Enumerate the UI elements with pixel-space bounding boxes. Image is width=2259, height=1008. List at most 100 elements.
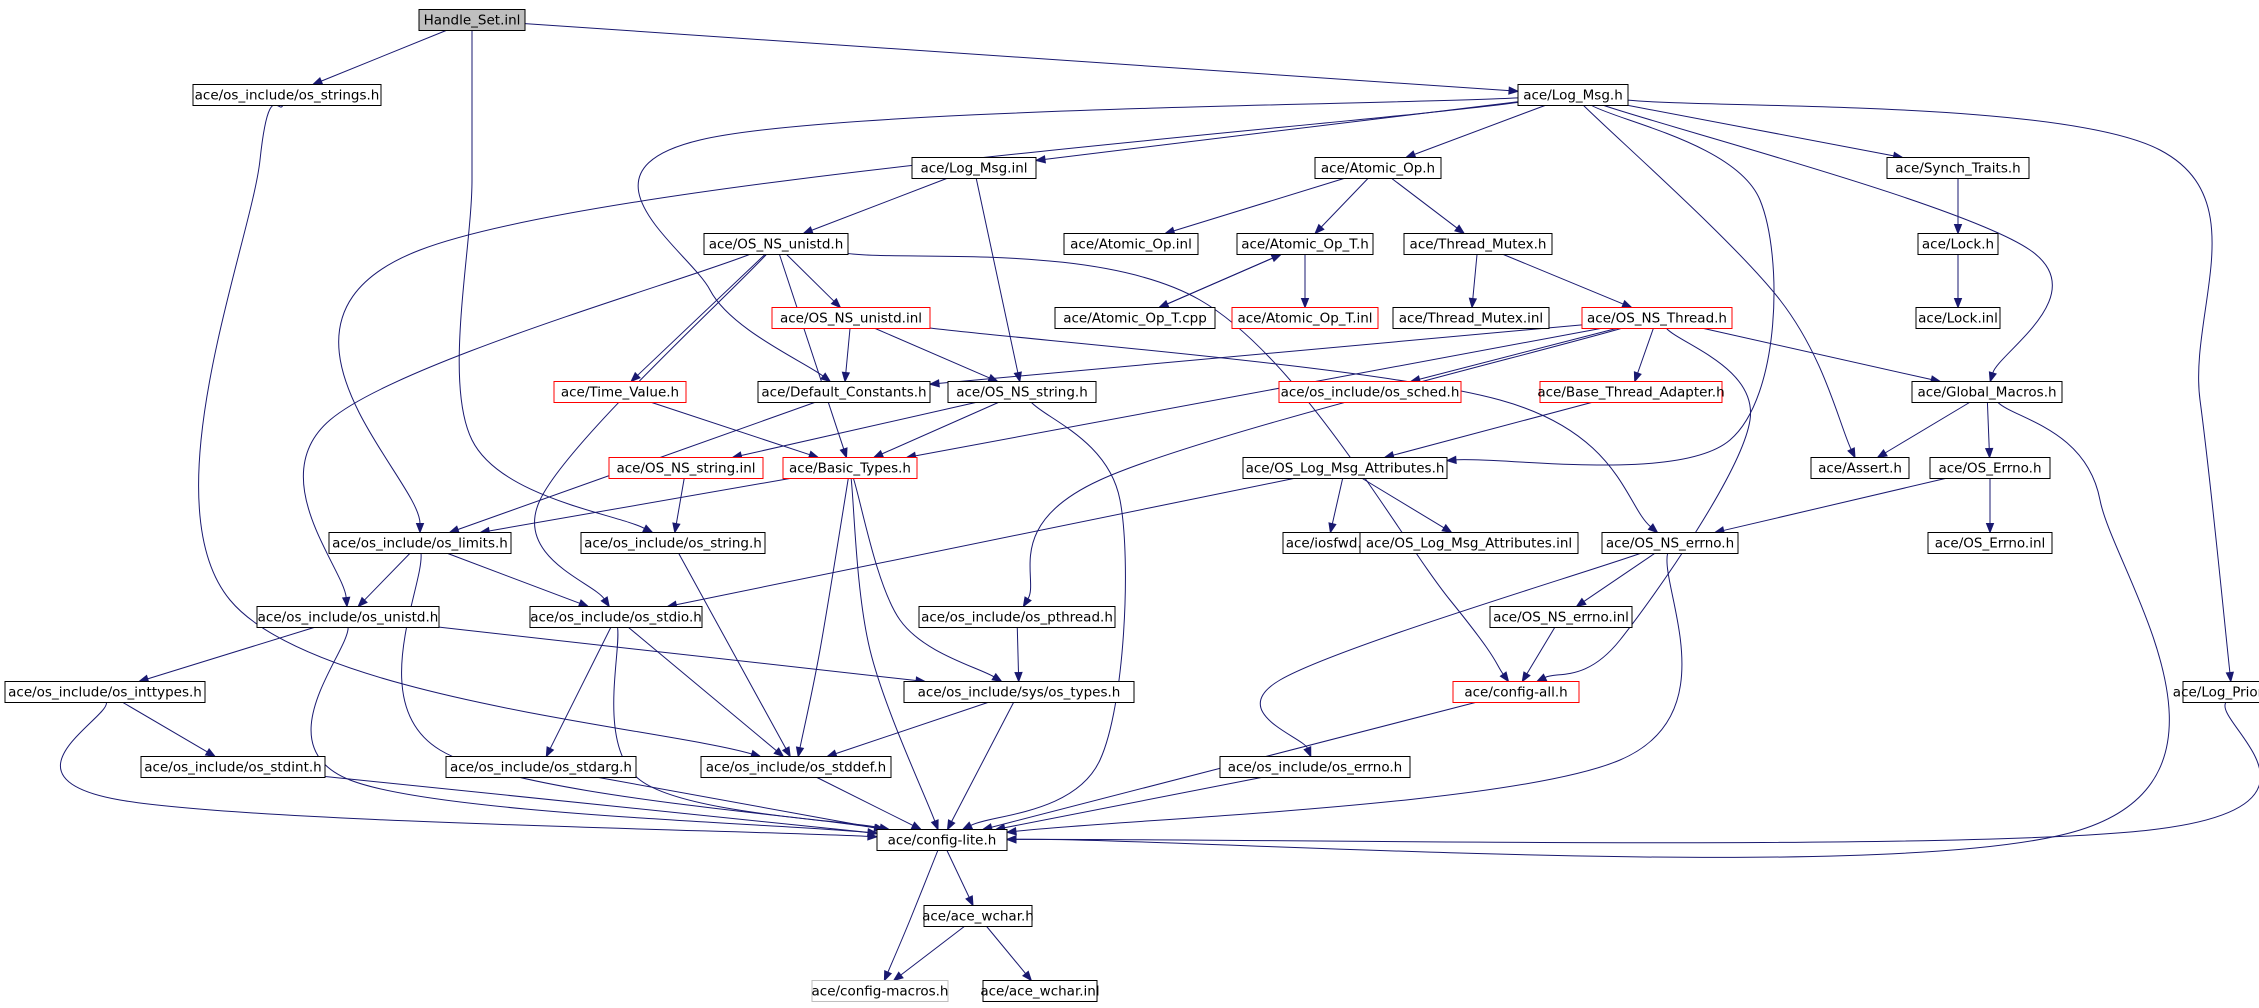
node-lock-inl[interactable]: ace/Lock.inl [1915, 307, 2001, 329]
edge-atomic_op_h-to-atomic_op_inl [1163, 178, 1345, 235]
node-os-stdio-h[interactable]: ace/os_include/os_stdio.h [529, 606, 703, 628]
node-os-strings-h[interactable]: ace/os_include/os_strings.h [192, 84, 382, 106]
node-lock-h[interactable]: ace/Lock.h [1917, 233, 1999, 255]
node-global-macros-h[interactable]: ace/Global_Macros.h [1911, 381, 2063, 403]
edge-os_log_msg_attributes_h-to-os_log_msg_attributes_inl [1362, 478, 1453, 534]
node-os-ns-unistd-h[interactable]: ace/OS_NS_unistd.h [703, 233, 849, 255]
edge-thread_mutex_h-to-thread_mutex_inl [1468, 254, 1478, 309]
node-default-constants-h[interactable]: ace/Default_Constants.h [757, 381, 931, 403]
edge-os_limits_h-to-config_lite_h [401, 553, 885, 833]
node-ace-wchar-h[interactable]: ace/ace_wchar.h [922, 905, 1034, 927]
node-handle-set-inl[interactable]: Handle_Set.inl [418, 9, 526, 31]
edge-arrowhead [830, 297, 842, 309]
edge-line [401, 553, 875, 829]
node-iosfwd-h[interactable]: ace/iosfwd.h [1282, 532, 1374, 554]
node-basic-types-h[interactable]: ace/Basic_Types.h [782, 457, 918, 479]
node-log-priority-h[interactable]: ace/Log_Priority.h [2173, 681, 2259, 703]
node-box [1392, 307, 1550, 329]
node-config-macros-h[interactable]: ace/config-macros.h [811, 980, 949, 1002]
node-os-stdarg-h[interactable]: ace/os_include/os_stdarg.h [445, 756, 637, 778]
node-sys-os-types-h[interactable]: ace/os_include/sys/os_types.h [903, 681, 1135, 703]
node-os-ns-errno-h[interactable]: ace/OS_NS_errno.h [1601, 532, 1739, 554]
node-os-errno-h-inc[interactable]: ace/os_include/os_errno.h [1219, 756, 1411, 778]
node-os-sched-h[interactable]: ace/os_include/os_sched.h [1278, 381, 1462, 403]
node-time-value-h[interactable]: ace/Time_Value.h [553, 381, 687, 403]
edge-arrowhead [825, 749, 838, 758]
edge-line [637, 254, 766, 376]
node-log-msg-inl[interactable]: ace/Log_Msg.inl [911, 157, 1037, 179]
edge-time_value_h-to-basic_types_h [651, 402, 820, 459]
edge-os_ns_unistd_inl-to-os_ns_string_h [875, 328, 999, 383]
node-thread-mutex-inl[interactable]: ace/Thread_Mutex.inl [1392, 307, 1550, 329]
edge-os_ns_errno_h-to-config_lite_h [1005, 553, 1683, 836]
node-os-log-msg-attributes-inl[interactable]: ace/OS_Log_Msg_Attributes.inl [1359, 532, 1579, 554]
node-os-limits-h[interactable]: ace/os_include/os_limits.h [328, 532, 512, 554]
node-label: ace/os_include/os_errno.h [1228, 760, 1402, 776]
node-os-string-h[interactable]: ace/os_include/os_string.h [580, 532, 766, 554]
edge-arrowhead [1022, 596, 1032, 608]
node-os-stdint-h[interactable]: ace/os_include/os_stdint.h [140, 756, 326, 778]
edge-line [1419, 328, 1617, 380]
node-os-log-msg-attributes-h[interactable]: ace/OS_Log_Msg_Attributes.h [1242, 457, 1448, 479]
edge-line [321, 30, 447, 82]
node-box [911, 157, 1037, 179]
edge-os_ns_errno_h-to-os_errno_h_inc [1259, 553, 1641, 758]
edge-os_strings_h-to-os_stddef_h [198, 104, 762, 758]
node-os-inttypes-h[interactable]: ace/os_include/os_inttypes.h [4, 681, 206, 703]
edge-os_ns_thread_h-to-global_macros_h [1703, 328, 1942, 384]
node-os-pthread-h[interactable]: ace/os_include/os_pthread.h [918, 606, 1116, 628]
node-label: ace/OS_NS_Thread.h [1587, 311, 1727, 327]
edge-line [198, 104, 752, 755]
edge-line [1526, 627, 1556, 675]
node-box [529, 606, 703, 628]
node-os-errno-inl[interactable]: ace/OS_Errno.inl [1927, 532, 2053, 554]
edge-handle_set_inl-to-os_strings_h [311, 30, 447, 86]
node-os-ns-string-inl[interactable]: ace/OS_NS_string.inl [608, 457, 764, 479]
edge-arrowhead [357, 596, 368, 608]
node-os-stddef-h[interactable]: ace/os_include/os_stddef.h [700, 756, 892, 778]
node-thread-mutex-h[interactable]: ace/Thread_Mutex.h [1403, 233, 1553, 255]
edge-os_errno_h-to-os_ns_errno_h [1713, 478, 1946, 535]
node-atomic-op-t-cpp[interactable]: ace/Atomic_Op_T.cpp [1054, 307, 1216, 329]
edge-log_msg_h-to-global_macros_h [1603, 105, 2053, 383]
edge-arrowhead [910, 821, 923, 831]
edge-arrowhead [841, 371, 851, 383]
node-label: ace/OS_NS_errno.inl [1493, 610, 1629, 626]
node-synch-traits-h[interactable]: ace/Synch_Traits.h [1886, 157, 2030, 179]
node-os-unistd-h[interactable]: ace/os_include/os_unistd.h [256, 606, 440, 628]
node-atomic-op-inl[interactable]: ace/Atomic_Op.inl [1063, 233, 1199, 255]
edge-line [549, 627, 612, 749]
edge-arrowhead [1300, 298, 1310, 309]
node-config-all-h[interactable]: ace/config-all.h [1452, 681, 1580, 703]
edge-log_msg_inl-to-os_ns_string_h [975, 178, 1022, 383]
edge-os_unistd_h-to-os_inttypes_h [137, 627, 315, 683]
edge-lock_h-to-lock_inl [1953, 254, 1963, 309]
node-os-errno-h[interactable]: ace/OS_Errno.h [1929, 457, 2051, 479]
edge-line [1627, 104, 1894, 157]
node-label: ace/Lock.h [1922, 237, 1994, 253]
node-os-ns-errno-inl[interactable]: ace/OS_NS_errno.inl [1489, 606, 1633, 628]
node-label: ace/os_include/sys/os_types.h [918, 685, 1121, 701]
edge-line [310, 627, 869, 833]
edge-os_unistd_h-to-config_lite_h [310, 627, 879, 837]
edge-line [1362, 478, 1445, 529]
node-config-lite-h[interactable]: ace/config-lite.h [876, 829, 1008, 851]
edge-arrowhead [341, 596, 351, 608]
node-assert-h[interactable]: ace/Assert.h [1810, 457, 1910, 479]
node-os-ns-string-h[interactable]: ace/OS_NS_string.h [947, 381, 1097, 403]
node-os-ns-unistd-inl[interactable]: ace/OS_NS_unistd.inl [771, 307, 931, 329]
node-base-thread-adapter-h[interactable]: ace/Base_Thread_Adapter.h [1537, 381, 1725, 403]
node-os-ns-thread-h[interactable]: ace/OS_NS_Thread.h [1581, 307, 1733, 329]
edge-os_errno_h_inc-to-config_lite_h [994, 777, 1262, 832]
node-log-msg-h[interactable]: ace/Log_Msg.h [1517, 84, 1629, 106]
edge-arrowhead [1633, 371, 1642, 383]
node-atomic-op-h[interactable]: ace/Atomic_Op.h [1314, 157, 1442, 179]
edge-os_ns_unistd_h-to-time_value_h [630, 254, 766, 383]
node-atomic-op-t-h[interactable]: ace/Atomic_Op_T.h [1236, 233, 1374, 255]
edge-arrowhead [1988, 371, 1997, 383]
edge-line [845, 328, 851, 373]
node-ace-wchar-inl[interactable]: ace/ace_wchar.inl [980, 980, 1100, 1002]
edge-arrowhead [1303, 746, 1312, 758]
edge-global_macros_h-to-os_errno_h [1984, 402, 1994, 459]
node-atomic-op-t-inl[interactable]: ace/Atomic_Op_T.inl [1231, 307, 1379, 329]
